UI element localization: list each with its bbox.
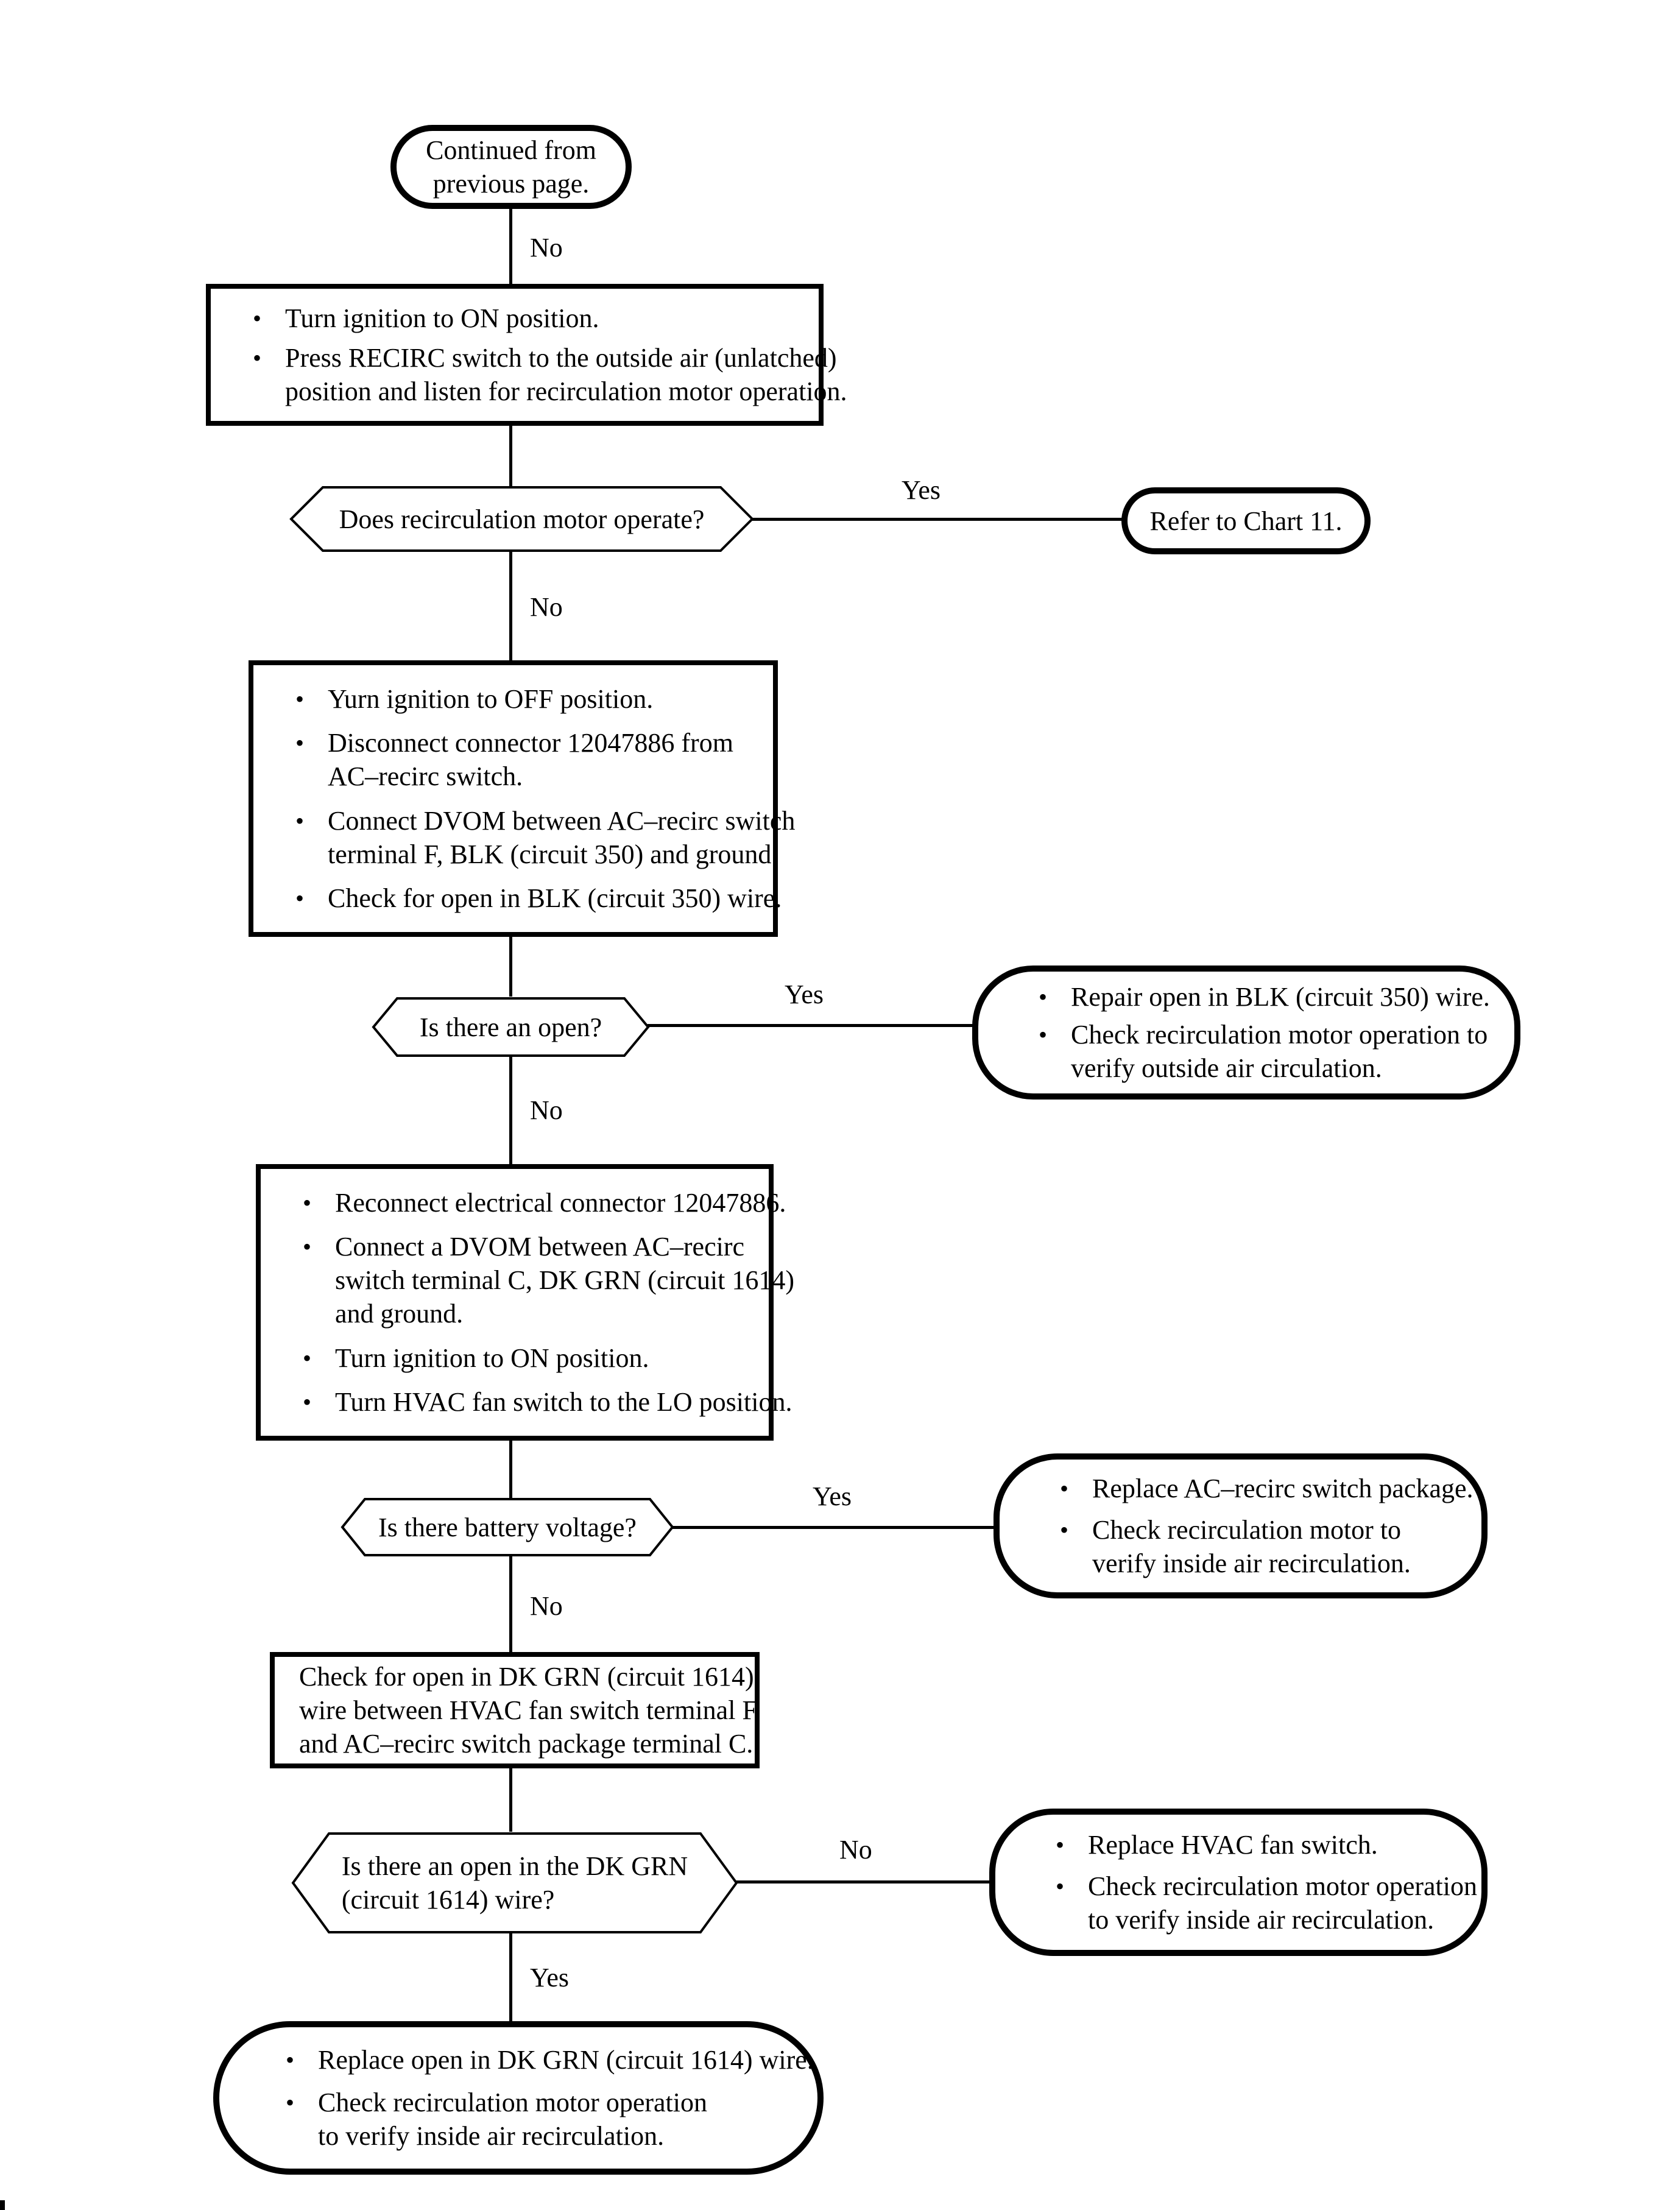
connector-line — [509, 550, 512, 663]
bullet-icon — [229, 341, 285, 375]
edge-label-yes: Yes — [530, 1963, 570, 1993]
hexagon-shape — [289, 486, 754, 552]
terminal-text: Continued from previous page. — [426, 135, 596, 199]
bullet-icon — [279, 1230, 335, 1263]
list-item: Check recirculation motor operation to v… — [1032, 1869, 1477, 1936]
bullet-icon — [279, 1186, 335, 1220]
decision-battery-voltage: Is there battery voltage? — [341, 1497, 674, 1557]
list-item: Turn ignition to ON position. — [279, 1341, 760, 1375]
bullet-icon — [262, 2043, 318, 2077]
connector-line — [509, 934, 512, 997]
hexagon-shape — [372, 997, 650, 1057]
connector-line — [648, 1024, 976, 1027]
edge-label-yes: Yes — [902, 475, 941, 505]
list-item: Turn HVAC fan switch to the LO position. — [279, 1385, 792, 1419]
terminal-text: Refer to Chart 11. — [1149, 506, 1343, 536]
decision-text: Does recirculation motor operate? — [339, 504, 705, 534]
bullet-icon — [272, 682, 328, 716]
list-item: Turn ignition to ON position. — [229, 302, 810, 335]
bullet-icon — [1036, 1472, 1092, 1505]
bullet-icon — [262, 2086, 318, 2119]
hexagon-shape — [341, 1498, 674, 1556]
connector-line — [672, 1526, 998, 1529]
bullet-icon — [1036, 1513, 1092, 1547]
bullet-icon — [272, 804, 328, 838]
process-step-ignition-on: Turn ignition to ON position. Press RECI… — [206, 284, 847, 426]
connector-line — [509, 1438, 512, 1500]
edge-label-no: No — [530, 1591, 563, 1621]
connector-line — [509, 1932, 512, 2024]
edge-label-yes: Yes — [813, 1481, 852, 1511]
list-item: Replace AC–recirc switch package. — [1036, 1472, 1474, 1505]
bullet-icon — [272, 726, 328, 760]
list-item: Reconnect electrical connector 12047886. — [279, 1186, 786, 1220]
edge-label-no: No — [530, 592, 563, 622]
process-text: Check for open in DK GRN (circuit 1614) … — [299, 1662, 757, 1759]
list-item: Press RECIRC switch to the outside air (… — [229, 341, 847, 408]
connector-line — [736, 1880, 993, 1883]
edge-label-no: No — [530, 1095, 563, 1125]
decision-recirculation-motor-operate: Does recirculation motor operate? — [289, 485, 754, 552]
bullet-icon — [1032, 1869, 1088, 1903]
terminal-replace-ac-recirc-switch: Replace AC–recirc switch package. Check … — [994, 1453, 1488, 1598]
list-item: Check recirculation motor to verify insi… — [1036, 1513, 1469, 1580]
bullet-icon — [279, 1385, 335, 1419]
bullet-icon — [1032, 1828, 1088, 1862]
edge-label-no: No — [839, 1835, 872, 1865]
terminal-refer-to-chart-11: Refer to Chart 11. — [1121, 487, 1371, 554]
decision-text: Is there an open? — [419, 1012, 602, 1042]
list-item: Check recirculation motor operation to v… — [1015, 1018, 1502, 1085]
edge-label-yes: Yes — [785, 980, 824, 1009]
list-item: Yurn ignition to OFF position. — [272, 682, 764, 716]
edge-label-no: No — [530, 233, 563, 263]
list-item: Repair open in BLK (circuit 350) wire. — [1015, 980, 1502, 1014]
connector-line — [509, 1054, 512, 1167]
decision-open-in-dk-grn-wire: Is there an open in the DK GRN (circuit … — [291, 1832, 738, 1934]
connector-line — [509, 207, 512, 286]
decision-is-there-an-open: Is there an open? — [372, 997, 650, 1057]
bullet-icon — [272, 881, 328, 915]
bullet-icon — [229, 302, 285, 335]
scan-edge-artifact — [0, 2200, 5, 2210]
decision-text: Is there battery voltage? — [378, 1512, 637, 1542]
process-step-check-open-dk-grn: Check for open in DK GRN (circuit 1614) … — [270, 1652, 760, 1768]
list-item: Check for open in BLK (circuit 350) wire… — [272, 881, 782, 915]
bullet-icon — [1015, 980, 1071, 1014]
process-step-check-dk-grn-voltage: Reconnect electrical connector 12047886.… — [256, 1164, 794, 1441]
terminal-replace-open-dk-grn: Replace open in DK GRN (circuit 1614) wi… — [213, 2021, 824, 2175]
terminal-replace-hvac-fan-switch: Replace HVAC fan switch. Check recircula… — [989, 1809, 1488, 1956]
connector-line — [509, 423, 512, 489]
bullet-icon — [1015, 1018, 1071, 1051]
terminal-repair-open-blk: Repair open in BLK (circuit 350) wire. C… — [972, 966, 1520, 1100]
decision-text: Is there an open in the DK GRN (circuit … — [341, 1851, 688, 1915]
list-item: Check recirculation motor operation to v… — [262, 2086, 805, 2153]
connector-line — [509, 1555, 512, 1654]
list-item: Connect DVOM between AC–recirc switch te… — [272, 804, 795, 871]
connector-line — [509, 1766, 512, 1832]
list-item: Replace HVAC fan switch. — [1032, 1828, 1469, 1862]
list-item: Disconnect connector 12047886 from AC–re… — [272, 726, 764, 793]
process-step-check-blk-circuit: Yurn ignition to OFF position. Disconnec… — [249, 660, 795, 937]
bullet-icon — [279, 1341, 335, 1375]
hexagon-shape — [291, 1832, 738, 1933]
list-item: Replace open in DK GRN (circuit 1614) wi… — [262, 2043, 814, 2077]
connector-line — [752, 518, 1124, 521]
terminal-continued-from-previous-page: Continued from previous page. — [390, 125, 632, 209]
list-item: Connect a DVOM between AC–recirc switch … — [279, 1230, 794, 1330]
